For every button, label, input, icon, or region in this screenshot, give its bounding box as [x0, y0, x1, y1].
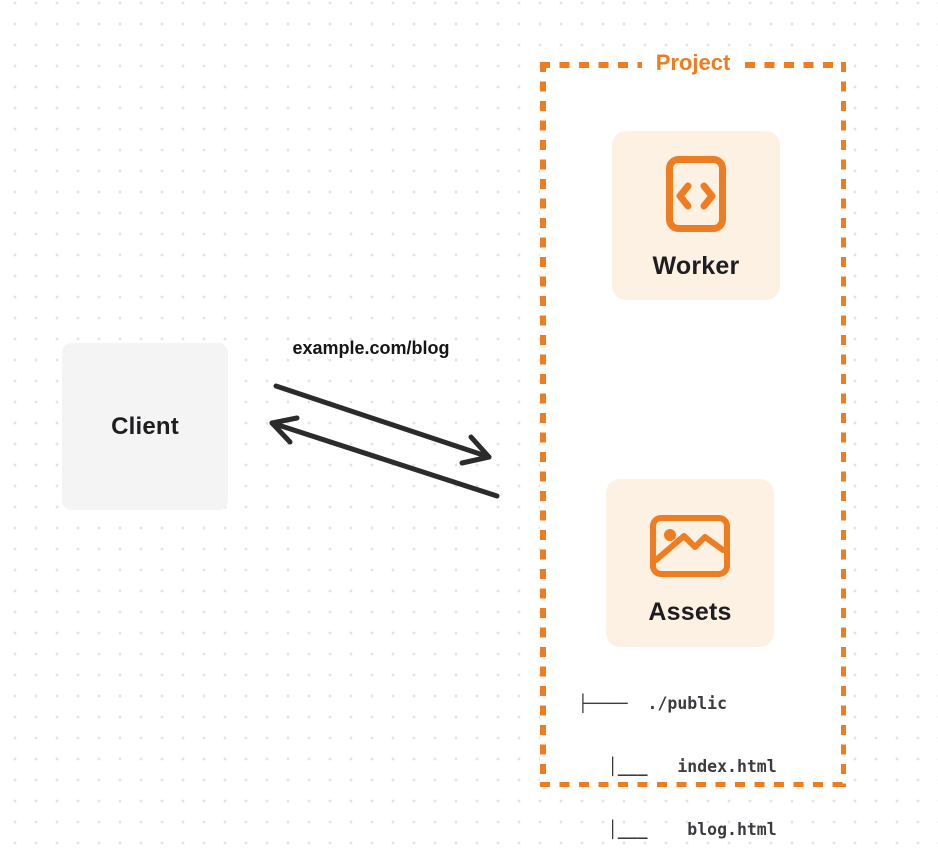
assets-card: Assets — [606, 479, 774, 647]
worker-label: Worker — [652, 252, 740, 280]
project-border-top-left — [540, 62, 642, 68]
worker-card: Worker — [612, 131, 780, 300]
file-tree-line: │___ blog.html — [578, 820, 777, 839]
project-boundary: Project Worker Assets — [540, 50, 846, 839]
image-icon — [650, 515, 730, 577]
assets-label: Assets — [648, 598, 732, 626]
project-title: Project — [655, 50, 731, 75]
project-border-top-right — [745, 62, 846, 68]
project-border-left — [540, 62, 546, 787]
request-url-label: example.com/blog — [292, 338, 450, 358]
file-tree-line: ├──── ./public — [578, 694, 728, 713]
client-label: Client — [111, 412, 179, 440]
client-node: Client — [62, 343, 228, 510]
project-border-bottom — [540, 781, 846, 787]
request-arrow — [273, 383, 492, 466]
file-tree: ├──── ./public │___ index.html │___ blog… — [578, 651, 777, 860]
response-arrow — [269, 415, 500, 499]
project-border-right — [840, 62, 846, 787]
code-document-icon — [666, 156, 726, 232]
file-tree-line: │___ index.html — [578, 757, 777, 776]
